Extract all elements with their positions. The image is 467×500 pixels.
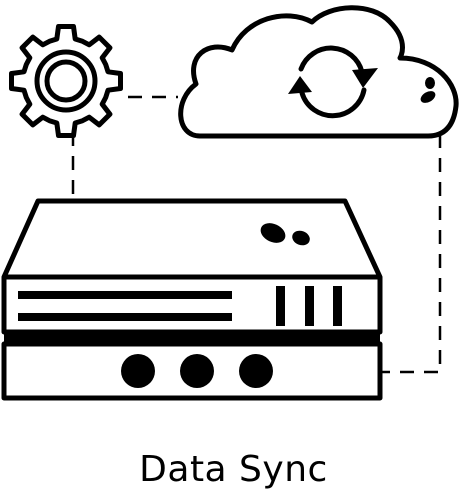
connector-cloud-server	[380, 134, 442, 374]
sync-arrow-top	[298, 45, 365, 75]
server-drive-slot-1	[18, 291, 232, 299]
server-divider-band	[4, 332, 380, 344]
caption-title: Data Sync	[139, 449, 328, 490]
server-vent-3	[333, 286, 342, 326]
server-top-light-large	[260, 223, 286, 243]
dashed-connectors	[71, 95, 442, 374]
cloud-outline	[178, 5, 459, 139]
cloud-dot-lower	[420, 91, 436, 103]
sync-arrowhead-top	[352, 68, 378, 88]
sync-arrow-bottom	[299, 87, 367, 119]
server-top-unit	[1, 198, 383, 335]
sync-arrows-icon	[288, 45, 378, 119]
server-vent-1	[276, 286, 285, 326]
server-light-3	[239, 354, 273, 388]
server-light-2	[180, 354, 214, 388]
server-icon	[1, 198, 383, 401]
server-drive-slot-2	[18, 313, 232, 321]
gear-icon	[9, 24, 123, 138]
sync-arrowhead-bottom	[288, 76, 312, 94]
cloud-icon	[178, 5, 459, 139]
server-vent-2	[305, 286, 314, 326]
cloud-dot-upper	[425, 77, 435, 89]
server-light-1	[121, 354, 155, 388]
server-top-light-small	[292, 230, 310, 246]
